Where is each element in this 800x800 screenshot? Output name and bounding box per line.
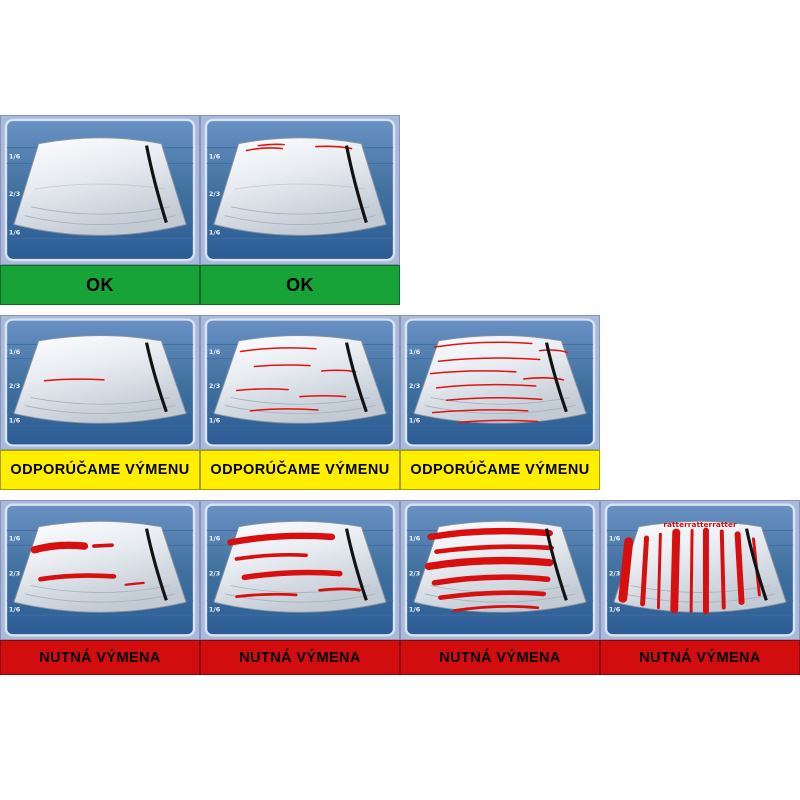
wear-cell-recommend-1: 1/6 2/3 1/6 ODPORÚČAME VÝMENU [0,315,200,490]
zone-label: 2/3 [409,383,420,390]
status-label-ok: OK [0,265,200,305]
wiper-blade [144,528,168,601]
zone-label: 1/6 [209,536,220,543]
zone-labels: 1/6 2/3 1/6 [409,536,420,614]
zone-label: 2/3 [209,571,220,578]
windshield-glass [213,137,387,236]
wiper-blade [544,528,568,601]
test-panel: 1/6 2/3 1/6 [400,315,600,450]
zone-label: 1/6 [209,607,220,614]
wear-cell-recommend-2: 1/6 2/3 1/6 ODPORÚČAME VÝMENU [200,315,400,490]
wiper-blade [344,528,368,601]
zone-label: 2/3 [209,383,220,390]
wiper-blade [744,528,768,601]
windshield-graphic: 1/6 2/3 1/6 [204,318,396,447]
zone-label: 2/3 [9,571,20,578]
test-panel: 1/6 2/3 1/6 [200,115,400,265]
wear-cell-required-1: 1/6 2/3 1/6 NUTNÁ VÝMENA [0,500,200,675]
zone-labels: 1/6 2/3 1/6 [9,536,20,614]
test-panel: 1/6 2/3 1/6 [0,115,200,265]
zone-labels: 1/6 2/3 1/6 [609,536,620,614]
glass-reflections [24,585,176,603]
wear-cell-ok-1: 1/6 2/3 1/6 OK [0,115,200,305]
glass-reflections [224,183,376,225]
test-panel: 1/6 2/3 1/6 [0,500,200,640]
zone-label: 1/6 [209,349,220,356]
status-label-ok: OK [200,265,400,305]
zone-label: 1/6 [409,349,420,356]
status-label-required: NUTNÁ VÝMENA [200,640,400,675]
status-label-required: NUTNÁ VÝMENA [400,640,600,675]
windshield-glass [13,520,187,613]
zone-label: 1/6 [409,607,420,614]
windshield-graphic: 1/6 2/3 1/6 [204,503,396,637]
zone-label: 2/3 [409,571,420,578]
glass-reflections [224,397,376,414]
zone-label: 1/6 [409,418,420,425]
wiper-blade [544,342,568,413]
zone-label: 2/3 [209,190,220,198]
wear-cell-ok-2: 1/6 2/3 1/6 OK [200,115,400,305]
windshield-glass [13,137,187,236]
zone-labels: 1/6 2/3 1/6 [9,349,20,424]
windshield-glass [613,520,787,613]
test-panel: 1/6 2/3 1/6 [0,315,200,450]
zone-label: 1/6 [9,607,20,614]
wear-marks [30,541,145,586]
glass-reflections [24,183,176,225]
wear-marks [235,347,357,412]
zone-label: 1/6 [9,228,21,236]
test-panel: 1/6 2/3 1/6 [400,500,600,640]
status-label-required: NUTNÁ VÝMENA [600,640,800,675]
windshield-graphic: 1/6 2/3 1/6 [4,318,196,447]
zone-label: 1/6 [9,349,20,356]
test-panel: 1/6 2/3 1/6 [600,500,800,640]
zone-labels: 1/6 2/3 1/6 [209,349,220,424]
wear-marks [227,532,361,599]
wear-marks [424,527,554,612]
wear-marks-vertical-streaks [618,527,761,615]
wiper-blade [344,342,368,413]
windshield-graphic: 1/6 2/3 1/6 [604,503,796,637]
wiper-blade [344,145,368,224]
zone-label: 1/6 [9,152,21,160]
wiper-blade [144,342,168,413]
wear-cell-required-4: 1/6 2/3 1/6 [600,500,800,675]
zone-label: 1/6 [609,536,620,543]
windshield-graphic: 1/6 2/3 1/6 [4,118,196,262]
windshield-graphic: 1/6 2/3 1/6 [404,503,596,637]
zone-label: 2/3 [609,571,620,578]
wear-cell-required-3: 1/6 2/3 1/6 NUTNÁ VÝMENA [400,500,600,675]
zone-labels: 1/6 2/3 1/6 [9,152,21,236]
zone-label: 1/6 [209,152,221,160]
zone-label: 2/3 [9,190,20,198]
wear-cell-required-2: 1/6 2/3 1/6 NUTNÁ VÝMENA [200,500,400,675]
zone-labels: 1/6 2/3 1/6 [409,349,420,424]
wear-marks [43,378,105,382]
wear-marks [245,143,353,152]
wear-cell-recommend-3: 1/6 2/3 1/6 ODPORÚČAME VÝMENU [400,315,600,490]
windshield-graphic: 1/6 2/3 1/6 [404,318,596,447]
wiper-blade [144,145,168,224]
test-panel: 1/6 2/3 1/6 [200,315,400,450]
windshield-graphic: 1/6 2/3 1/6 [4,503,196,637]
zone-label: 1/6 [409,536,420,543]
test-panel: 1/6 2/3 1/6 [200,500,400,640]
zone-labels: 1/6 2/3 1/6 [209,152,221,236]
chatter-text: ratterratterratter [663,520,737,529]
status-label-recommend: ODPORÚČAME VÝMENU [0,450,200,490]
zone-label: 1/6 [9,418,20,425]
zone-labels: 1/6 2/3 1/6 [209,536,220,614]
zone-label: 2/3 [9,383,20,390]
zone-label: 1/6 [609,607,620,614]
zone-label: 1/6 [209,228,221,236]
zone-label: 1/6 [9,536,20,543]
windshield-graphic: 1/6 2/3 1/6 [204,118,396,262]
glass-reflections [24,397,176,414]
status-label-recommend: ODPORÚČAME VÝMENU [200,450,400,490]
status-label-required: NUTNÁ VÝMENA [0,640,200,675]
status-label-recommend: ODPORÚČAME VÝMENU [400,450,600,490]
wear-marks [429,341,569,424]
zone-label: 1/6 [209,418,220,425]
